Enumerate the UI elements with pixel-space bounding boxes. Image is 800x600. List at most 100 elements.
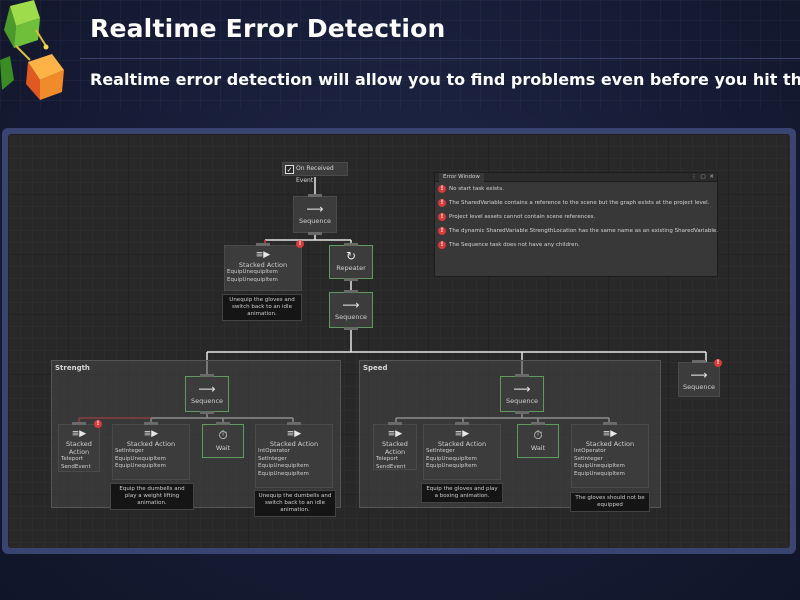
editor-frame: ✓ On Received Event ⟶ Sequence ≡▶ Stacke… [2, 128, 796, 554]
list-play-icon: ≡▶ [255, 250, 271, 260]
input-port [388, 422, 402, 425]
node-name: Stacked Action [126, 440, 176, 448]
input-port [216, 422, 230, 425]
stacked-action-node[interactable]: ≡▶ Stacked Action Teleport SendEvent [373, 422, 417, 470]
node-comment: Unequip the dumbells and switch back to … [254, 490, 336, 517]
repeater-node[interactable]: ↻ Repeater [329, 243, 373, 281]
input-port [692, 360, 706, 363]
node-name: Wait [215, 444, 231, 452]
header-divider [80, 58, 800, 59]
task-item: EquipUnequipItem [574, 470, 625, 477]
sequence-node[interactable]: ⟶ Sequence [678, 360, 720, 397]
input-port [256, 243, 270, 246]
task-item: IntOperator [574, 448, 606, 454]
stopwatch-icon: ⏱ [218, 428, 228, 442]
behavior-graph-canvas[interactable]: ✓ On Received Event ⟶ Sequence ≡▶ Stacke… [8, 134, 790, 548]
error-icon: ! [438, 241, 446, 249]
cube-logo-icon [0, 0, 64, 100]
task-item: SetInteger [574, 455, 603, 462]
error-message: The dynamic SharedVariable StrengthLocat… [449, 228, 719, 234]
output-port [515, 411, 529, 414]
error-row[interactable]: ! The dynamic SharedVariable StrengthLoc… [435, 224, 719, 238]
arrow-right-icon: ⟶ [513, 382, 531, 396]
error-message: The Sequence task does not have any chil… [449, 242, 580, 248]
node-name: Sequence [505, 397, 539, 405]
error-window-tab[interactable]: Error Window [439, 173, 484, 182]
error-row[interactable]: ! Project level assets cannot contain sc… [435, 210, 717, 224]
stacked-action-node[interactable]: ≡▶ Stacked Action IntOperator SetInteger… [571, 422, 649, 488]
error-icon: ! [438, 227, 446, 235]
error-icon: ! [438, 199, 446, 207]
sequence-node[interactable]: ⟶ Sequence [185, 374, 229, 414]
stacked-action-node[interactable]: ≡▶ Stacked Action Teleport SendEvent [58, 422, 100, 472]
window-controls[interactable]: ⋮ ▢ ✕ [691, 174, 715, 180]
error-window[interactable]: Error Window ⋮ ▢ ✕ ! No start task exist… [434, 172, 718, 277]
stopwatch-icon: ⏱ [533, 428, 543, 442]
node-name: Stacked Action [238, 261, 288, 269]
input-port [344, 243, 358, 246]
error-icon: ! [438, 213, 446, 221]
node-name: Stacked Action [585, 440, 635, 448]
error-row[interactable]: ! The Sequence task does not have any ch… [435, 238, 717, 252]
output-port [344, 327, 358, 330]
stacked-action-node[interactable]: ≡▶ Stacked Action EquipUnequipItem Equip… [224, 243, 302, 291]
task-item: SetInteger [426, 448, 455, 454]
task-item: Teleport [61, 456, 83, 462]
arrow-right-icon: ⟶ [342, 298, 360, 312]
list-play-icon: ≡▶ [454, 429, 470, 439]
task-item: EquipUnequipItem [258, 470, 309, 477]
input-port [515, 374, 529, 377]
task-item: SendEvent [376, 463, 406, 470]
task-item: SetInteger [258, 455, 287, 462]
arrow-right-icon: ⟶ [306, 202, 324, 216]
sequence-node[interactable]: ⟶ Sequence [329, 290, 373, 330]
task-item: SetInteger [115, 448, 144, 454]
node-name: Repeater [336, 264, 366, 272]
list-play-icon: ≡▶ [286, 429, 302, 439]
arrow-right-icon: ⟶ [690, 368, 708, 382]
group-title: Speed [363, 364, 388, 372]
stacked-action-node[interactable]: ≡▶ Stacked Action IntOperator SetInteger… [255, 422, 333, 488]
error-icon: ! [94, 420, 102, 428]
list-play-icon: ≡▶ [71, 429, 87, 439]
input-port [531, 422, 545, 425]
input-port [200, 374, 214, 377]
on-received-event-node[interactable]: ✓ On Received Event [282, 162, 348, 184]
event-label: On Received Event [296, 165, 334, 184]
task-item: EquipUnequipItem [115, 455, 166, 462]
sequence-node[interactable]: ⟶ Sequence [500, 374, 544, 414]
error-row[interactable]: ! The SharedVariable contains a referenc… [435, 196, 717, 210]
wait-node[interactable]: ⏱ Wait [517, 422, 559, 458]
task-item: EquipUnequipItem [574, 463, 625, 469]
node-name: Wait [530, 444, 546, 452]
node-name: Stacked Action [382, 440, 408, 456]
node-comment: Unequip the gloves and switch back to an… [222, 294, 302, 321]
node-comment: Equip the gloves and play a boxing anima… [421, 483, 503, 503]
task-item: IntOperator [258, 448, 290, 454]
wait-node[interactable]: ⏱ Wait [202, 422, 244, 458]
output-port [344, 278, 358, 281]
input-port [455, 422, 469, 425]
node-name: Sequence [334, 313, 368, 321]
input-port [308, 194, 322, 197]
event-checkbox[interactable]: ✓ [285, 165, 294, 174]
root-sequence-node[interactable]: ⟶ Sequence [293, 194, 337, 235]
repeat-icon: ↻ [345, 249, 357, 263]
list-play-icon: ≡▶ [143, 429, 159, 439]
task-item: Teleport [376, 456, 398, 462]
node-name: Sequence [298, 217, 332, 225]
input-port [344, 290, 358, 293]
error-window-titlebar[interactable]: Error Window ⋮ ▢ ✕ [435, 173, 717, 182]
stacked-action-node[interactable]: ≡▶ Stacked Action SetInteger EquipUnequi… [112, 422, 190, 480]
error-icon: ! [714, 359, 722, 367]
error-message: Project level assets cannot contain scen… [449, 214, 596, 220]
error-message: The SharedVariable contains a reference … [449, 200, 710, 206]
stacked-action-node[interactable]: ≡▶ Stacked Action SetInteger EquipUnequi… [423, 422, 501, 480]
input-port [144, 422, 158, 425]
error-icon: ! [296, 240, 304, 248]
task-item: EquipUnequipItem [115, 463, 166, 469]
input-port [603, 422, 617, 425]
output-port [200, 411, 214, 414]
node-name: Stacked Action [269, 440, 319, 448]
error-row[interactable]: ! No start task exists. [435, 182, 717, 196]
